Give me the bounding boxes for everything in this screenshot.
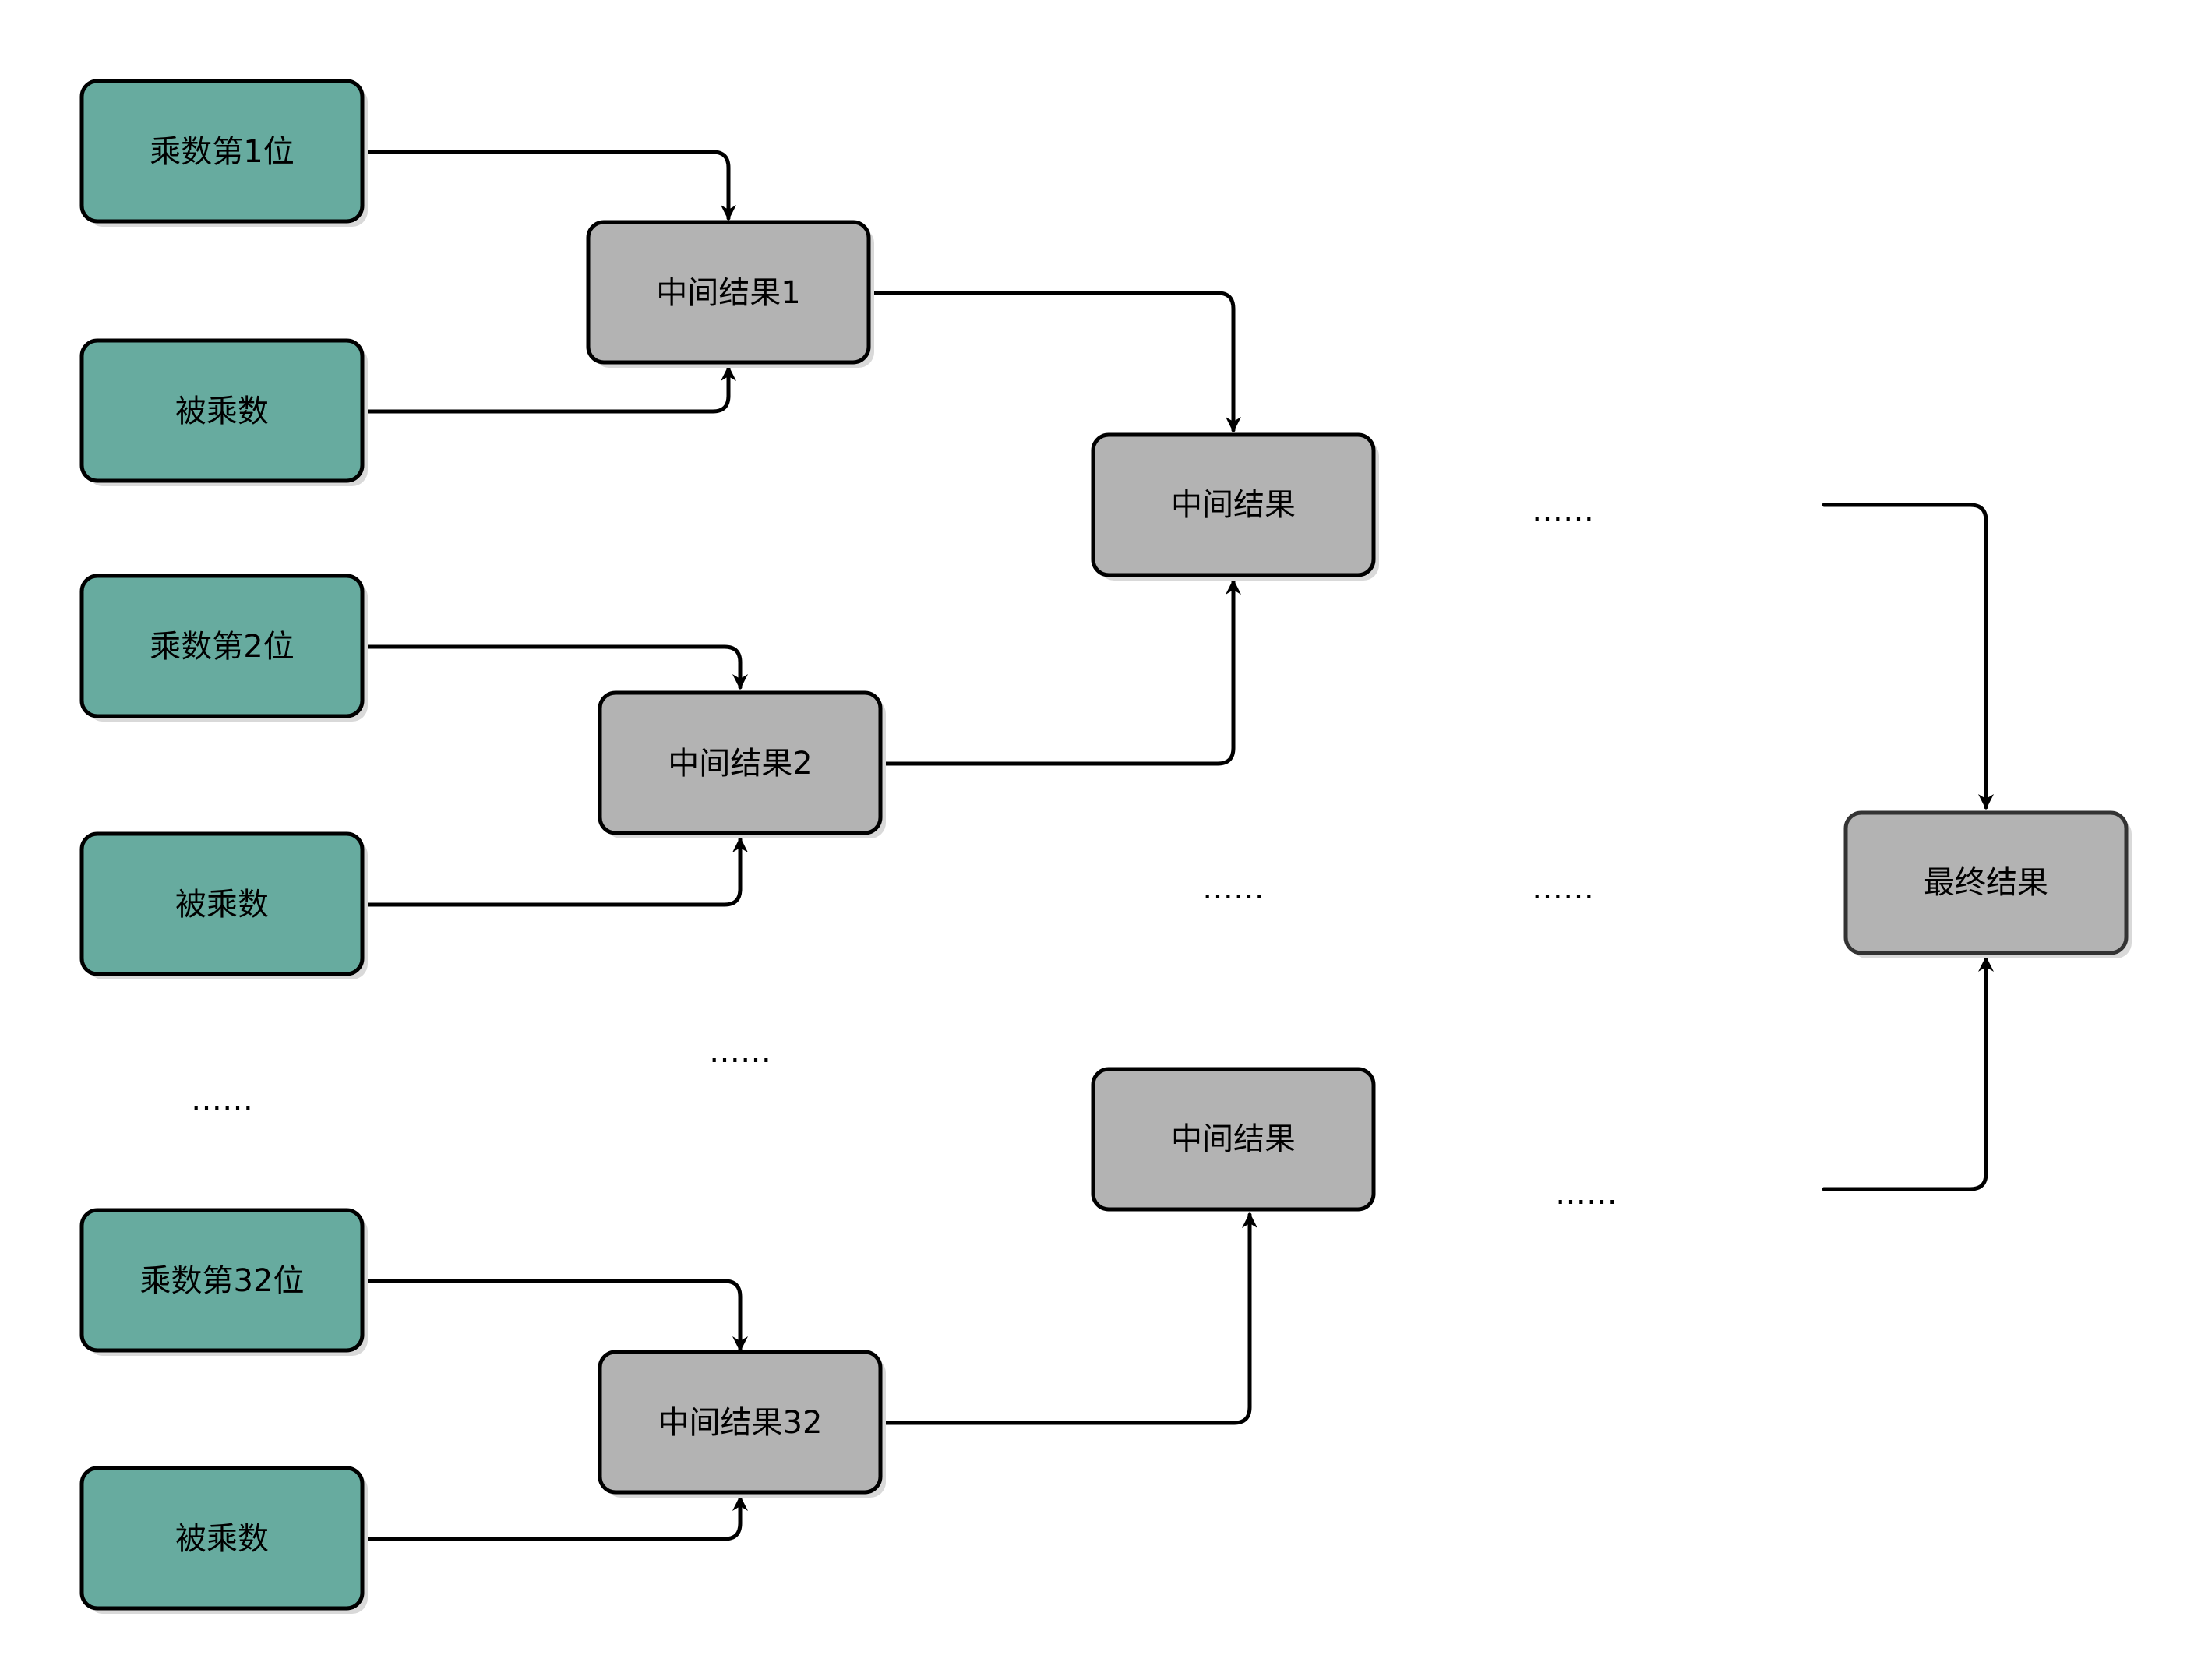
connectors (364, 150, 1994, 1541)
intermediate-result-1-node: 中间结果1 (586, 220, 874, 368)
multiplicand-32-label: 被乘数 (175, 1521, 269, 1557)
multiplier-bit-2-label: 乘数第2位 (150, 629, 294, 665)
multiplier-bit-32-node: 乘数第32位 (79, 1208, 368, 1356)
node-box (79, 79, 365, 224)
input-nodes: 乘数第1位 被乘数 乘数第2位 被乘数 乘数第32位 (79, 79, 368, 1614)
multiplicand-32-node: 被乘数 (79, 1466, 368, 1614)
connector-multiplier-bit-2-to-result-2 (364, 644, 748, 690)
node-box (586, 220, 871, 365)
multiplicand-2-label: 被乘数 (175, 887, 269, 923)
node-box (79, 831, 365, 976)
connector-result-32-to-level2-bottom (880, 1212, 1257, 1425)
multiplicand-1-label: 被乘数 (175, 394, 269, 429)
connector-bottom-to-final-result (1822, 956, 1994, 1191)
inputs-gap-ellipsis: …… (191, 1082, 253, 1118)
multiplier-bit-1-node: 乘数第1位 (79, 79, 368, 227)
level2-top-result-label: 中间结果 (1171, 487, 1296, 523)
multiplicand-1-node: 被乘数 (79, 338, 368, 486)
connector-multiplier-bit-1-to-result-1 (364, 150, 736, 221)
node-box (1091, 1067, 1376, 1212)
level1-gap-ellipsis: …… (709, 1034, 771, 1070)
intermediate-result-2-node: 中间结果2 (598, 690, 886, 838)
node-box (79, 338, 365, 483)
connector-top-to-final-result (1822, 503, 1994, 810)
multiplier-bit-2-node: 乘数第2位 (79, 574, 368, 722)
node-box (598, 1350, 883, 1495)
multiplicand-2-node: 被乘数 (79, 831, 368, 979)
level3-middle-ellipsis: …… (1532, 870, 1594, 906)
connector-multiplier-bit-32-to-result-32 (364, 1279, 748, 1352)
connector-multiplicand-32-to-result-32 (364, 1495, 748, 1541)
node-box (598, 690, 883, 835)
final-result-label: 最终结果 (1924, 865, 2048, 901)
node-box (79, 1208, 365, 1353)
intermediate-result-2-label: 中间结果2 (668, 746, 812, 782)
level2-gap-ellipsis: …… (1202, 870, 1265, 906)
level2-top-result-node: 中间结果 (1091, 432, 1379, 581)
node-box (79, 574, 365, 718)
node-box (1843, 810, 2129, 955)
multiplier-bit-1-label: 乘数第1位 (150, 134, 294, 170)
final-result-node: 最终结果 (1843, 810, 2132, 958)
ellipsis-markers: …… …… …… …… …… …… (191, 493, 1617, 1212)
level2-bottom-result-node: 中间结果 (1091, 1067, 1376, 1212)
node-box (1091, 432, 1376, 577)
intermediate-result-32-label: 中间结果32 (658, 1405, 823, 1441)
intermediate-result-32-node: 中间结果32 (598, 1350, 886, 1498)
level3-top-ellipsis: …… (1532, 493, 1594, 529)
intermediate-result-1-label: 中间结果1 (656, 275, 800, 311)
level2-bottom-result-label: 中间结果 (1171, 1121, 1296, 1157)
level3-bottom-ellipsis: …… (1555, 1176, 1617, 1212)
multiplier-bit-32-label: 乘数第32位 (140, 1263, 305, 1299)
connector-multiplicand-1-to-result-1 (364, 365, 736, 414)
node-box (79, 1466, 365, 1611)
connector-result-1-to-level2-top (870, 291, 1241, 432)
connector-result-2-to-level2-top (880, 579, 1241, 766)
intermediate-nodes: 中间结果1 中间结果2 中间结果32 中间结果 中间结果 (586, 220, 1379, 1498)
connector-multiplicand-2-to-result-2 (364, 837, 748, 907)
